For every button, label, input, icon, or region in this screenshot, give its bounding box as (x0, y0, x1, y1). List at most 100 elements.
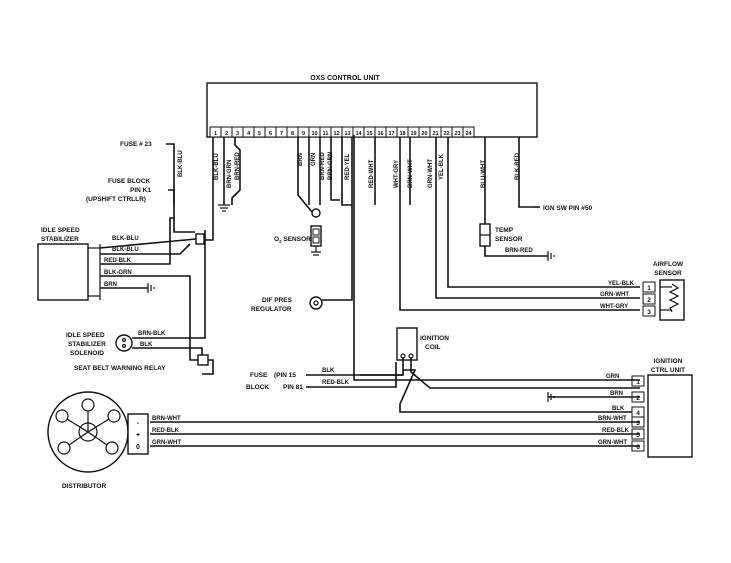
ign-ctrl-pin: 3 (636, 420, 640, 427)
airflow-pin: 2 (647, 297, 651, 304)
temp-sensor-label-2: SENSOR (495, 236, 523, 243)
control-unit-pin: 15 (366, 131, 372, 137)
ign-ctrl-pin: 5 (636, 432, 640, 439)
coil-wire-label: BLK (322, 368, 335, 374)
cu-wire-label: RED-WHT (369, 159, 375, 188)
control-unit-wire-labels: BLK-BLU BRN-GRN BRN-RED BRN GRN BRN-RED … (214, 152, 521, 188)
distributor-terminal: + (136, 432, 140, 439)
control-unit-pin: 10 (311, 131, 317, 137)
airflow-wire-label: GRN-WHT (600, 292, 629, 298)
o2-sensor-label: O2 SENSOR (274, 236, 311, 244)
control-unit-pin: 11 (323, 131, 329, 137)
control-unit-pin: 7 (280, 131, 283, 137)
stabilizer-wire-label: BLK-GRN (104, 270, 132, 276)
fuse-block-k1-line1: FUSE BLOCK (108, 178, 151, 185)
ign-sw-pin-50: IGN SW PIN #50 (534, 205, 593, 212)
temp-sensor: TEMP SENSOR BRN-RED (479, 223, 555, 261)
ignition-coil: IGNITION COIL (360, 327, 640, 413)
fuse-block-label-2: BLOCK (246, 384, 269, 391)
control-unit-pin: 9 (302, 131, 305, 137)
control-unit-pin: 13 (344, 131, 350, 137)
cu-wire-label: BRN-RED (235, 152, 241, 180)
fuse-block-pin-81: PIN 81 (283, 384, 303, 391)
control-unit-pin: 4 (247, 131, 251, 137)
cu-wire-label: BRN-WHT (408, 159, 414, 188)
control-unit-pin: 3 (236, 131, 239, 137)
cu-wire-label: BRN (298, 153, 304, 166)
fuse-block-k1-line2: PIN K1 (130, 187, 151, 194)
stabilizer-wire-label: BLK-BLU (112, 247, 139, 253)
control-unit-pin: 21 (432, 131, 438, 137)
solenoid-label-3: SOLENOID (70, 350, 104, 357)
ign-ctrl-wire-label: BRN-WHT (598, 416, 627, 422)
control-unit-pin: 5 (258, 131, 261, 137)
seat-belt-relay: SEAT BELT WARNING RELAY (74, 354, 214, 375)
control-unit-pin: 12 (333, 131, 339, 137)
distributor-wire-label: GRN-WHT (152, 440, 181, 446)
cu-wire-label: YEL-BLK (439, 153, 445, 180)
ign-coil-label-1: IGNITION (420, 335, 449, 342)
ign-ctrl-wire-label: BRN (610, 391, 623, 397)
fuse-block-label-1: FUSE (250, 372, 268, 379)
stabilizer-wire-label: BRN (104, 282, 117, 288)
airflow-pins: 1 2 3 (642, 281, 656, 317)
airflow-sensor: AIRFLOW SENSOR 1 2 3 YEL-BLK GRN-WHT WHT… (600, 261, 685, 321)
ign-ctrl-wire-label: RED-BLK (602, 428, 630, 434)
stabilizer-wires: BLK-BLU BLK-BLU RED-BLK BLK-GRN BRN (99, 217, 205, 361)
fuse-block-pin-15: (PIN 15 (274, 372, 296, 379)
control-unit-pin: 24 (465, 131, 472, 137)
ign-ctrl-wire-label: GRN (606, 374, 619, 380)
fuse-block-k1: FUSE BLOCK PIN K1 (UPSHIFT CTRLLR) (86, 178, 195, 233)
control-unit-pin: 6 (269, 131, 272, 137)
solenoid-label-1: IDLE SPEED (66, 332, 105, 339)
airflow-wire-label: WHT-GRY (600, 304, 628, 310)
cu-wire-label: GRN-WHT (428, 159, 434, 188)
control-unit-pin: 17 (388, 131, 394, 137)
airflow-label-2: SENSOR (654, 270, 682, 277)
control-unit-pin: 19 (410, 131, 416, 137)
stabilizer-label-2: STABILIZER (41, 236, 79, 243)
airflow-pin: 1 (647, 285, 651, 292)
fuse-block-k1-line3: (UPSHIFT CTRLLR) (86, 196, 146, 203)
distributor: DISTRIBUTOR - + 0 BRN-WHT RED-BLK GRN-WH… (47, 391, 181, 490)
fuse-23-label: FUSE # 23 (120, 141, 152, 148)
ign-ctrl-label-1: IGNITION (654, 358, 683, 365)
control-unit-pin: 2 (225, 131, 228, 137)
ign-ctrl-wire-label: BLK (612, 406, 625, 412)
ign-coil-label-2: COIL (425, 344, 441, 351)
distributor-terminal: 0 (136, 444, 140, 451)
coil-wire-label: RED-BLK (322, 380, 350, 386)
dif-pres-regulator: DIF PRES REGULATOR (251, 296, 323, 313)
solenoid-wire-label: BRN-BLK (138, 331, 166, 337)
ign-ctrl-pin: 2 (636, 395, 640, 402)
idle-speed-stabilizer: IDLE SPEED STABILIZER (37, 227, 101, 301)
control-unit-pin: 1 (214, 131, 217, 137)
fuse-23: FUSE # 23 BLK-BLU (120, 141, 184, 205)
stabilizer-wire-label: RED-BLK (104, 258, 132, 264)
airflow-pin: 3 (647, 309, 651, 316)
fuse-23-wire-label: BLK-BLU (178, 150, 184, 177)
dif-pres-label-1: DIF PRES (262, 297, 293, 304)
ign-ctrl-label-2: CTRL UNIT (651, 367, 685, 374)
ign-sw-label: IGN SW PIN #50 (543, 205, 593, 212)
seat-belt-label: SEAT BELT WARNING RELAY (74, 365, 166, 372)
cu-wire-label: BLK-RED (515, 152, 521, 180)
stabilizer-solenoid: IDLE SPEED STABILIZER SOLENOID BRN-BLK B… (66, 230, 206, 358)
cu-wire-label: RED-YEL (345, 153, 351, 180)
cu-wire-label: BRN-GRN (227, 160, 233, 188)
distributor-terminal: - (137, 420, 140, 427)
cu-wire-label: GRN (311, 153, 317, 166)
ign-ctrl-wires: GRN BRN BLK BRN-WHT RED-BLK GRN-WHT (150, 135, 640, 447)
control-unit-pin-box (462, 126, 475, 138)
fuse-block-pins: FUSE BLOCK (PIN 15 PIN 81 BLK RED-BLK (246, 362, 403, 391)
control-unit-title: OXS CONTROL UNIT (310, 75, 380, 82)
stabilizer-label-1: IDLE SPEED (41, 227, 80, 234)
control-unit-pin: 22 (443, 131, 449, 137)
o2-sensor: O2 SENSOR (274, 208, 322, 256)
ign-ctrl-pin: 4 (636, 410, 640, 417)
control-unit-pin: 14 (355, 131, 362, 137)
cu-wire-label: BLK-BLU (214, 153, 220, 180)
